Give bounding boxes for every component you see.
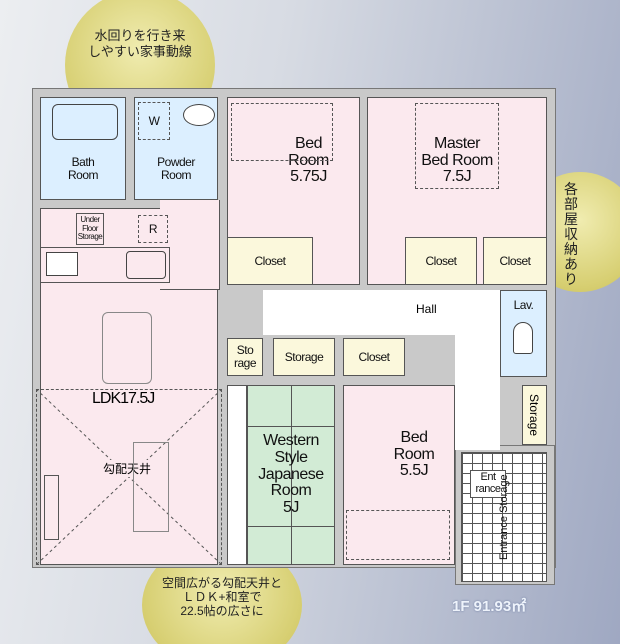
master-bed-icon [415, 103, 499, 189]
closet-bed1: Closet [227, 237, 313, 285]
sloped-ceiling-area [36, 389, 222, 565]
fridge-icon: R [138, 215, 168, 243]
bed-room-5-5: Bed Room 5.5J [343, 385, 455, 565]
sloped-ceiling-label: 勾配天井 [103, 460, 152, 477]
entrance-storage-label: Entrance Storage [498, 474, 510, 560]
bed-icon [231, 103, 333, 161]
ldk-label: LDK17.5J [92, 390, 155, 407]
bed2-icon [346, 510, 450, 560]
stove-icon [46, 252, 78, 276]
toilet-icon [513, 322, 533, 354]
floor-area-label: 1F 91.93㎡ [452, 598, 527, 615]
hall-label: Hall [416, 302, 437, 316]
storage: Storage [273, 338, 335, 376]
storage-vertical-box [522, 385, 547, 445]
callout-right-text: 各部屋収納 あり [564, 181, 578, 287]
under-floor-storage: Under Floor Storage [76, 213, 104, 245]
dining-table-icon [102, 312, 152, 384]
entrance-label: Ent rance [470, 470, 506, 498]
closet-bed2: Closet [343, 338, 405, 376]
bathtub-icon [52, 104, 118, 140]
closet-master-1: Closet [405, 237, 477, 285]
sink-icon [183, 104, 215, 126]
western-style-japanese-room: Western Style Japanese Room 5J [247, 385, 335, 565]
washer-icon: W [138, 102, 170, 140]
closet-master-2: Closet [483, 237, 547, 285]
storage-vertical: Storage [527, 393, 542, 437]
callout-bottom-text: 空間広がる勾配天井と ＬＤＫ+和室で 22.5帖の広さに [161, 576, 282, 618]
sofa-icon [133, 442, 169, 532]
ldk-upper-extension [160, 200, 220, 290]
japanese-room-alcove [227, 385, 247, 565]
storage-small: Sto rage [227, 338, 263, 376]
kitchen-sink-icon [126, 251, 166, 279]
sloped-ceiling-diagonals [36, 389, 222, 565]
hall-corridor [455, 290, 500, 450]
tv-board-icon [44, 475, 59, 540]
callout-top-text: 水回りを行き来 しやすい家事動線 [88, 28, 192, 59]
